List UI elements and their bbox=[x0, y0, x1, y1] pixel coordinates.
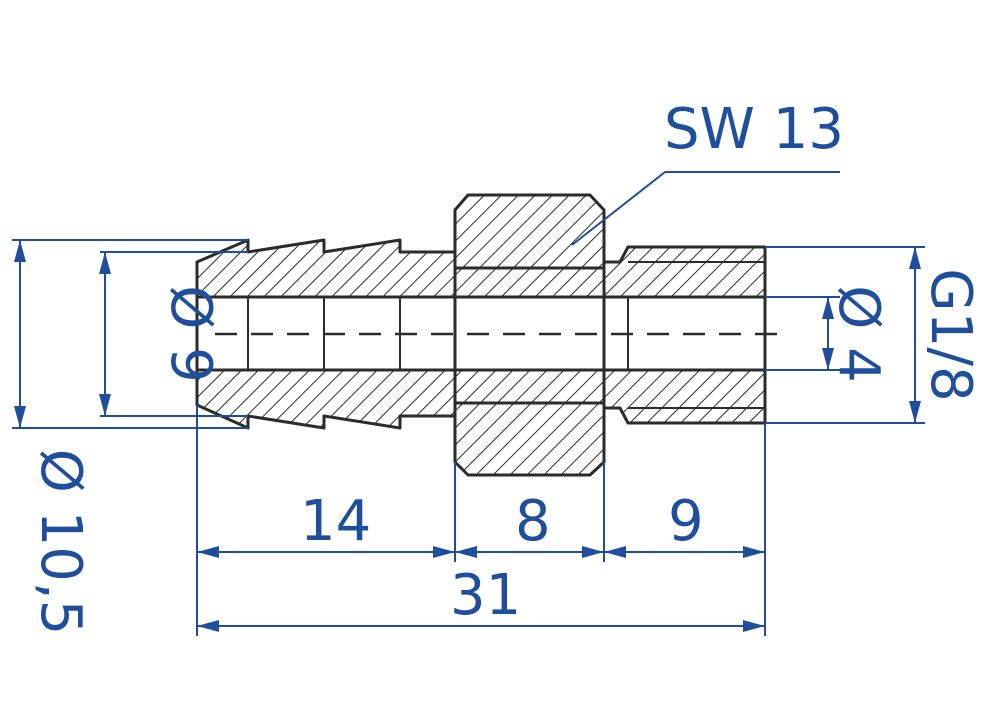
bore-right-label: Ø 4 bbox=[826, 285, 891, 383]
hex-mid-lower bbox=[453, 368, 606, 405]
len-barb-label: 14 bbox=[300, 489, 371, 554]
len-total-label: 31 bbox=[450, 563, 521, 628]
hex-upper bbox=[453, 193, 606, 270]
bore-left-label: Ø 9 bbox=[158, 285, 223, 383]
len-hex-label: 8 bbox=[515, 489, 551, 554]
fitting-section bbox=[195, 193, 780, 477]
extension-lines bbox=[12, 239, 925, 636]
thread-wall-lower bbox=[602, 368, 767, 425]
dimension-lines bbox=[14, 171, 921, 632]
hex-lower bbox=[453, 401, 606, 477]
wrench-size-label: SW 13 bbox=[664, 97, 844, 162]
barb-wall-upper bbox=[195, 238, 457, 299]
barb-wall-lower bbox=[195, 368, 457, 430]
thread-label: G1/8 bbox=[918, 268, 983, 402]
outer-dia-label: Ø 10,5 bbox=[28, 449, 93, 636]
thread-wall-upper bbox=[602, 245, 767, 299]
hex-mid-upper bbox=[453, 266, 606, 299]
len-thread-label: 9 bbox=[668, 489, 704, 554]
dimension-labels: SW 13 14 8 9 31 Ø 9 Ø 10,5 Ø 4 G1/8 bbox=[28, 97, 983, 635]
